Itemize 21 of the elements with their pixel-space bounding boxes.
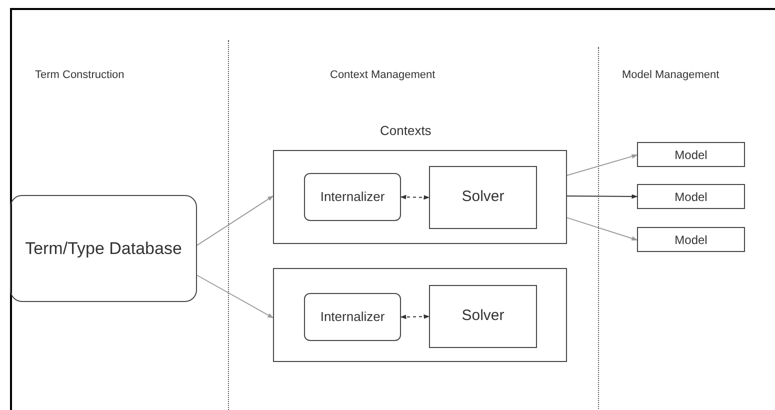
component-box: Model <box>637 227 745 252</box>
arrow <box>196 274 274 318</box>
arrow <box>400 194 430 200</box>
context-box <box>273 268 567 362</box>
context-box <box>273 150 567 244</box>
component-box: Solver <box>429 285 537 348</box>
component-box: Model <box>637 184 745 209</box>
component-box: Model <box>637 142 745 167</box>
component-box: Internalizer <box>304 173 401 221</box>
arrow <box>566 154 638 176</box>
arrow <box>196 196 274 246</box>
section-heading: Model Management <box>622 68 720 83</box>
database-box: Term/Type Database <box>10 195 197 302</box>
arrow <box>400 314 430 320</box>
section-heading: Term Construction <box>35 68 124 83</box>
group-heading: Contexts <box>380 122 432 140</box>
component-box: Solver <box>429 166 537 229</box>
section-heading: Context Management <box>330 68 436 83</box>
arrow <box>566 194 638 199</box>
component-box: Internalizer <box>304 293 401 341</box>
arrow <box>566 217 638 241</box>
